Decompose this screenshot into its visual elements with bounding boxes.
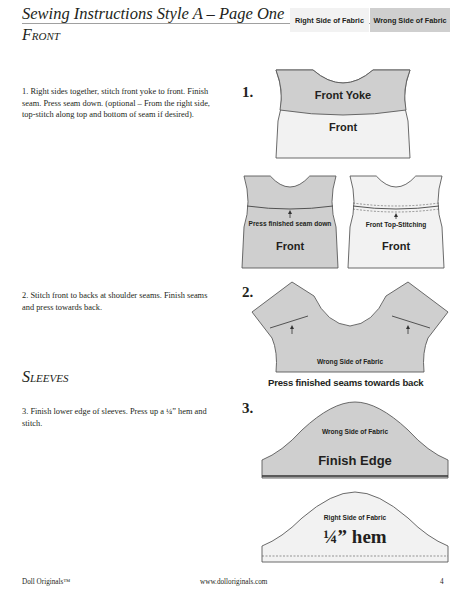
piece-line	[288, 210, 292, 214]
piece-line	[270, 316, 308, 328]
piece-label: Front	[344, 240, 448, 253]
pattern-piece: Right Side of Fabric ¼” hem	[262, 490, 448, 564]
pattern-piece: Wrong Side of FabricFinish Edge	[262, 400, 448, 480]
page-title: Sewing Instructions Style A – Page One	[22, 4, 284, 24]
step-number: 2.	[242, 284, 253, 301]
pattern-piece: Wrong Side of Fabric	[252, 282, 448, 374]
piece-line	[262, 492, 448, 562]
legend-text: Right Side of Fabric	[295, 16, 364, 25]
legend-text: Wrong Side of Fabric	[373, 16, 446, 25]
piece-line	[353, 203, 439, 206]
piece-label: Press finished seam down	[238, 220, 342, 228]
piece-line	[353, 209, 439, 212]
step-number: 1.	[242, 84, 253, 101]
page-number: 4	[440, 578, 444, 586]
piece-line	[353, 206, 439, 209]
pattern-piece: Press finished seam downFront	[238, 172, 342, 272]
piece-label: Front	[268, 121, 418, 134]
piece-line	[290, 325, 294, 329]
step-text: 1. Right sides together, stitch front yo…	[22, 86, 218, 121]
piece-line	[392, 316, 430, 328]
step-text: 2. Stitch front to backs at shoulder sea…	[22, 290, 218, 313]
pattern-piece: Front Yoke	[276, 70, 410, 116]
piece-line	[262, 556, 448, 557]
piece-line	[247, 206, 333, 209]
piece-line	[276, 70, 410, 158]
section-heading: Front	[22, 26, 60, 44]
section-heading: Sleeves	[22, 368, 69, 386]
step-number: 3.	[242, 400, 253, 417]
piece-line	[394, 213, 398, 217]
piece-label: Wrong Side of Fabric	[252, 358, 448, 366]
piece-label: ¼” hem	[262, 526, 448, 548]
step-text: 3. Finish lower edge of sleeves. Press u…	[22, 406, 218, 429]
pattern-piece: Front Top-StitchingFront	[344, 172, 448, 272]
footer-text: Doll Originals™	[22, 578, 70, 586]
piece-label: Finish Edge	[262, 454, 448, 469]
piece-label: Right Side of Fabric	[262, 514, 448, 522]
piece-line	[406, 325, 410, 329]
diagram-caption: Press finished seams towards back	[268, 377, 424, 388]
piece-line	[262, 402, 448, 478]
legend-swatch: Right Side of Fabric	[290, 8, 369, 32]
pattern-piece: Front Front Yoke	[268, 66, 418, 162]
piece-line	[252, 282, 448, 372]
footer-url: www.dolloriginals.com	[200, 578, 267, 586]
legend-swatch: Wrong Side of Fabric	[370, 8, 450, 32]
piece-line	[262, 475, 448, 477]
piece-label: Front Yoke	[276, 89, 410, 102]
piece-line	[276, 70, 410, 115]
piece-label: Front	[238, 240, 342, 253]
piece-label: Front Top-Stitching	[344, 221, 448, 229]
piece-label: Wrong Side of Fabric	[262, 428, 448, 436]
